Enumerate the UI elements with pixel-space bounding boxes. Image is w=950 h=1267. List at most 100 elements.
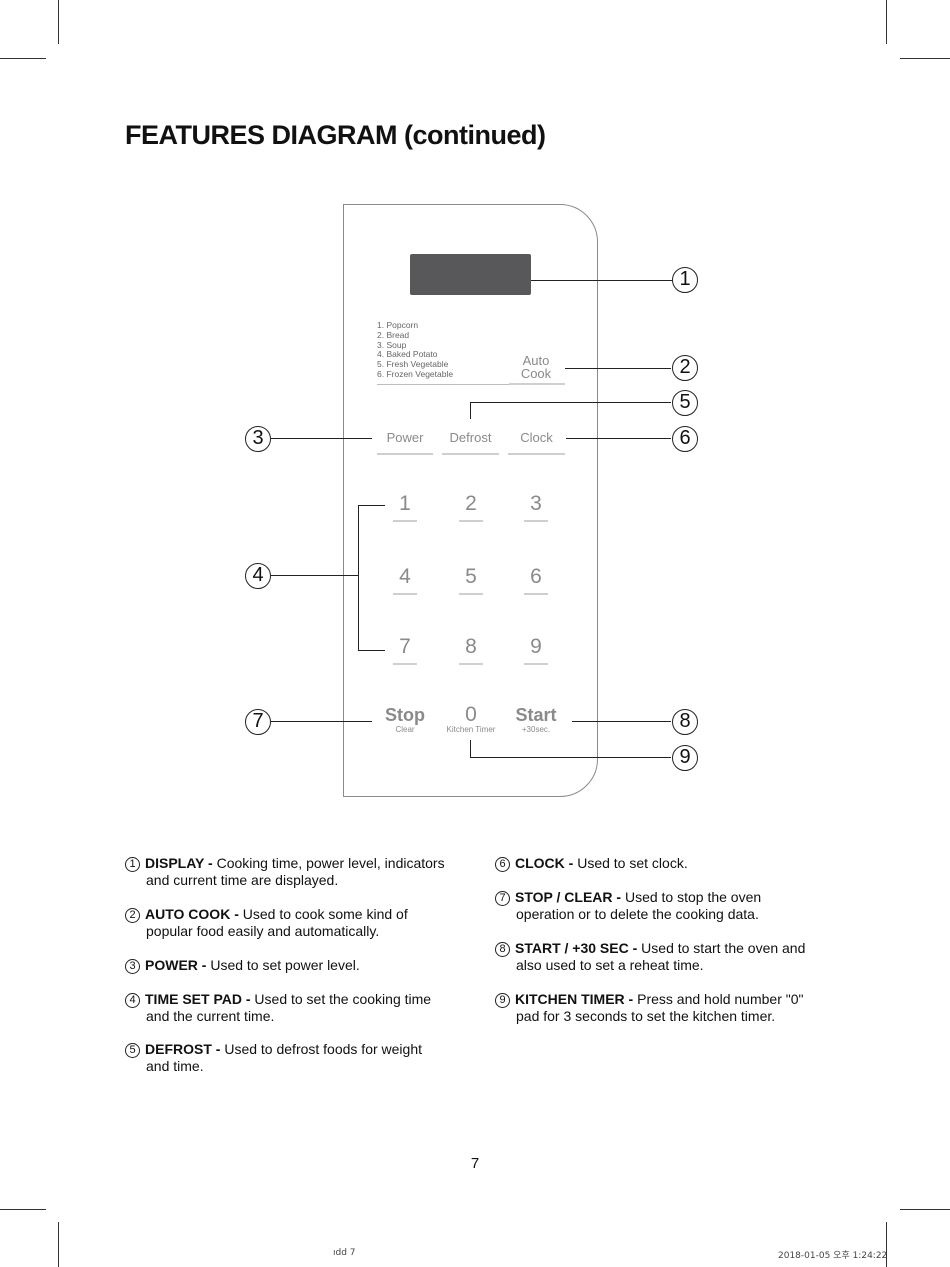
- desc-text: Used to set clock.: [573, 855, 688, 871]
- description-display: 1 DISPLAY - Cooking time, power level, in…: [125, 855, 470, 889]
- stop-clear-key[interactable]: Stop Clear: [375, 705, 435, 734]
- digit-key-7[interactable]: 7: [399, 635, 411, 658]
- digit-key-9[interactable]: 9: [530, 635, 542, 658]
- desc-text: Used to defrost foods for weight: [220, 1041, 423, 1057]
- callout-4: 4: [245, 563, 271, 589]
- zero-label: 0: [465, 703, 477, 726]
- desc-text: Used to set the cooking time: [250, 991, 432, 1007]
- power-key[interactable]: Power: [386, 430, 424, 445]
- desc-title: DISPLAY -: [145, 855, 213, 871]
- stop-label: Stop: [385, 705, 425, 725]
- auto-cook-menu-list: 1. Popcorn 2. Bread 3. Soup 4. Baked Pot…: [377, 320, 454, 380]
- leader-line-5-drop: [470, 402, 471, 419]
- kitchen-timer-label: Kitchen Timer: [446, 725, 496, 734]
- desc-text: Cooking time, power level, indicators: [212, 855, 445, 871]
- key-underline: [524, 663, 548, 665]
- desc-title: STOP / CLEAR -: [515, 889, 622, 905]
- key-underline: [393, 593, 417, 595]
- clock-key[interactable]: Clock: [520, 430, 553, 445]
- desc-title: TIME SET PAD -: [145, 991, 251, 1007]
- menu-divider: [377, 384, 509, 385]
- key-underline: [459, 593, 483, 595]
- callout-6: 6: [672, 426, 698, 452]
- leader-line-9: [470, 757, 671, 758]
- digit-key-4[interactable]: 4: [399, 565, 411, 588]
- desc-text: also used to set a reheat time.: [516, 957, 704, 973]
- desc-text: Used to start the oven and: [637, 940, 806, 956]
- desc-text: Press and hold number "0": [633, 991, 804, 1007]
- desc-title: KITCHEN TIMER -: [515, 991, 634, 1007]
- auto-cook-label-line2: Cook: [520, 366, 552, 381]
- callout-7: 7: [245, 709, 271, 735]
- auto-cook-key[interactable]: Auto Cook: [507, 354, 565, 380]
- page-number: 7: [470, 1155, 480, 1172]
- zero-kitchen-timer-key[interactable]: 0 Kitchen Timer: [436, 703, 506, 734]
- description-kitchen-timer: 9 KITCHEN TIMER - Press and hold number "…: [495, 991, 825, 1025]
- start-30sec-key[interactable]: Start +30sec.: [506, 705, 566, 734]
- leader-line-7: [271, 721, 372, 722]
- desc-number: 5: [125, 1043, 140, 1058]
- callout-8: 8: [672, 709, 698, 735]
- leader-line-2: [565, 368, 671, 369]
- digit-key-6[interactable]: 6: [530, 565, 542, 588]
- desc-title: AUTO COOK -: [145, 906, 239, 922]
- desc-title: DEFROST -: [145, 1041, 221, 1057]
- digit-key-1[interactable]: 1: [399, 492, 411, 515]
- desc-title: CLOCK -: [515, 855, 574, 871]
- desc-text: and current time are displayed.: [146, 872, 339, 888]
- desc-text: popular food easily and automatically.: [146, 923, 380, 939]
- display-window: [410, 254, 531, 295]
- leader-line-9-drop: [470, 740, 471, 757]
- menu-item: 1. Popcorn: [377, 320, 419, 330]
- crop-mark: [886, 0, 887, 44]
- leader-line-8: [572, 721, 671, 722]
- page-title: FEATURES DIAGRAM (continued): [125, 120, 546, 150]
- leader-bracket-4-bottom: [358, 650, 385, 651]
- key-underline: [459, 663, 483, 665]
- leader-line-6: [566, 438, 671, 439]
- description-clock: 6 CLOCK - Used to set clock.: [495, 855, 825, 872]
- desc-number: 1: [125, 857, 140, 872]
- callout-5: 5: [672, 390, 698, 416]
- callout-1: 1: [672, 267, 698, 293]
- digit-key-3[interactable]: 3: [530, 492, 542, 515]
- footer-timestamp: 2018-01-05 오후 1:24:22: [778, 1251, 888, 1261]
- desc-text: and time.: [146, 1058, 204, 1074]
- digit-key-8[interactable]: 8: [465, 635, 477, 658]
- crop-mark: [886, 1222, 887, 1267]
- defrost-key[interactable]: Defrost: [449, 430, 492, 445]
- desc-number: 7: [495, 891, 510, 906]
- desc-text: pad for 3 seconds to set the kitchen tim…: [516, 1008, 776, 1024]
- key-underline: [524, 520, 548, 522]
- desc-number: 9: [495, 993, 510, 1008]
- description-defrost: 5 DEFROST - Used to defrost foods for wei…: [125, 1041, 470, 1075]
- control-panel: [343, 204, 598, 797]
- digit-key-2[interactable]: 2: [465, 492, 477, 515]
- clear-label: Clear: [395, 725, 415, 734]
- leader-line-1: [531, 280, 673, 281]
- menu-item: 6. Frozen Vegetable: [377, 368, 454, 379]
- auto-cook-label-line1: Auto: [522, 353, 550, 368]
- key-underline: [393, 520, 417, 522]
- defrost-key-underline: [442, 453, 499, 455]
- callout-9: 9: [672, 745, 698, 771]
- desc-number: 6: [495, 857, 510, 872]
- leader-line-4: [271, 575, 359, 576]
- key-underline: [393, 663, 417, 665]
- crop-mark: [0, 58, 46, 59]
- crop-mark: [58, 0, 59, 44]
- desc-text: operation or to delete the cooking data.: [516, 906, 759, 922]
- key-underline: [524, 593, 548, 595]
- clock-key-underline: [508, 453, 565, 455]
- digit-key-5[interactable]: 5: [465, 565, 477, 588]
- crop-mark: [0, 1209, 46, 1210]
- start-label: Start: [515, 705, 557, 725]
- leader-line-3: [271, 438, 372, 439]
- desc-title: START / +30 SEC -: [515, 940, 638, 956]
- leader-bracket-4: [358, 505, 359, 650]
- footer-file-label: ıdd 7: [333, 1248, 356, 1258]
